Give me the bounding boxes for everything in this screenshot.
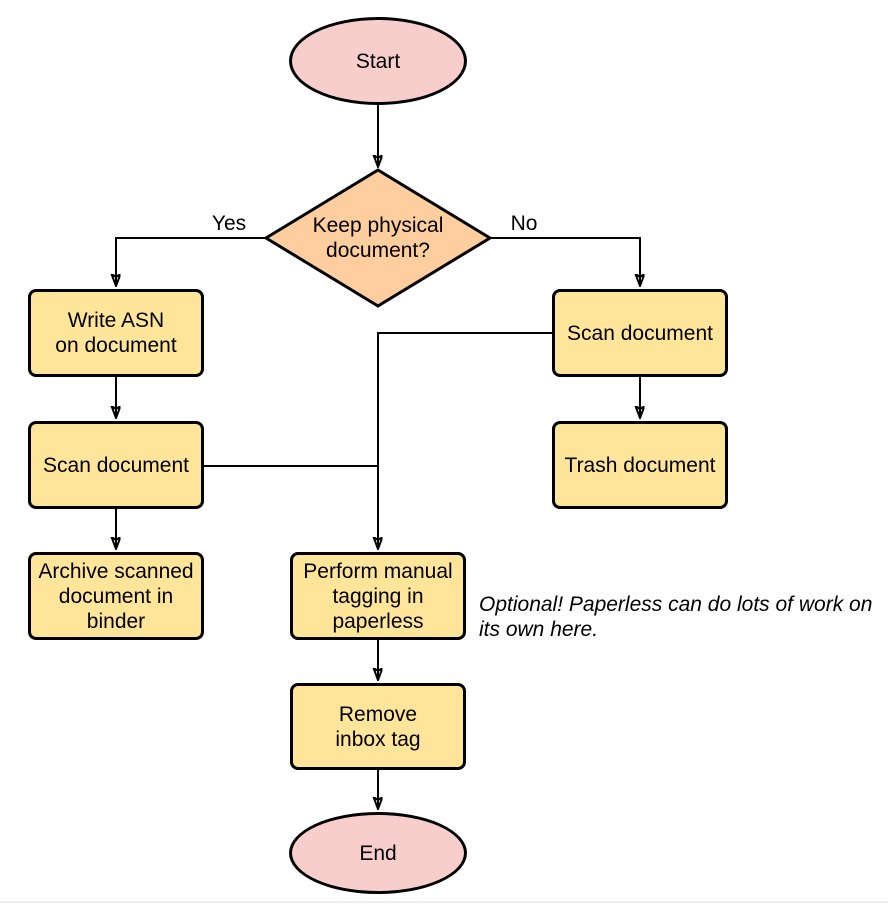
- archive-document-node: Archive scanned document in binder: [28, 552, 204, 640]
- edge-decision-no-to-scanright: [490, 237, 640, 286]
- remove-inbox-tag-node: Remove inbox tag: [290, 683, 466, 770]
- edge-label-yes: Yes: [211, 212, 247, 235]
- scan-document-right-node: Scan document: [552, 289, 728, 377]
- trash-document-node: Trash document: [552, 421, 728, 509]
- manual-tagging-node: Perform manual tagging in paperless: [290, 552, 466, 640]
- scan-document-left-node: Scan document: [28, 421, 204, 509]
- edge-scanright-to-tagging: [378, 332, 552, 549]
- write-asn-node: Write ASN on document: [28, 289, 204, 377]
- decision-node-label: Keep physical document?: [312, 214, 444, 262]
- bottom-edge-line: [0, 901, 888, 903]
- optional-annotation: Optional! Paperless can do lots of work …: [479, 593, 873, 641]
- end-node: End: [289, 812, 467, 894]
- edge-decision-yes-to-writeasn: [116, 237, 266, 286]
- start-node: Start: [289, 17, 467, 105]
- edge-label-no: No: [510, 212, 538, 235]
